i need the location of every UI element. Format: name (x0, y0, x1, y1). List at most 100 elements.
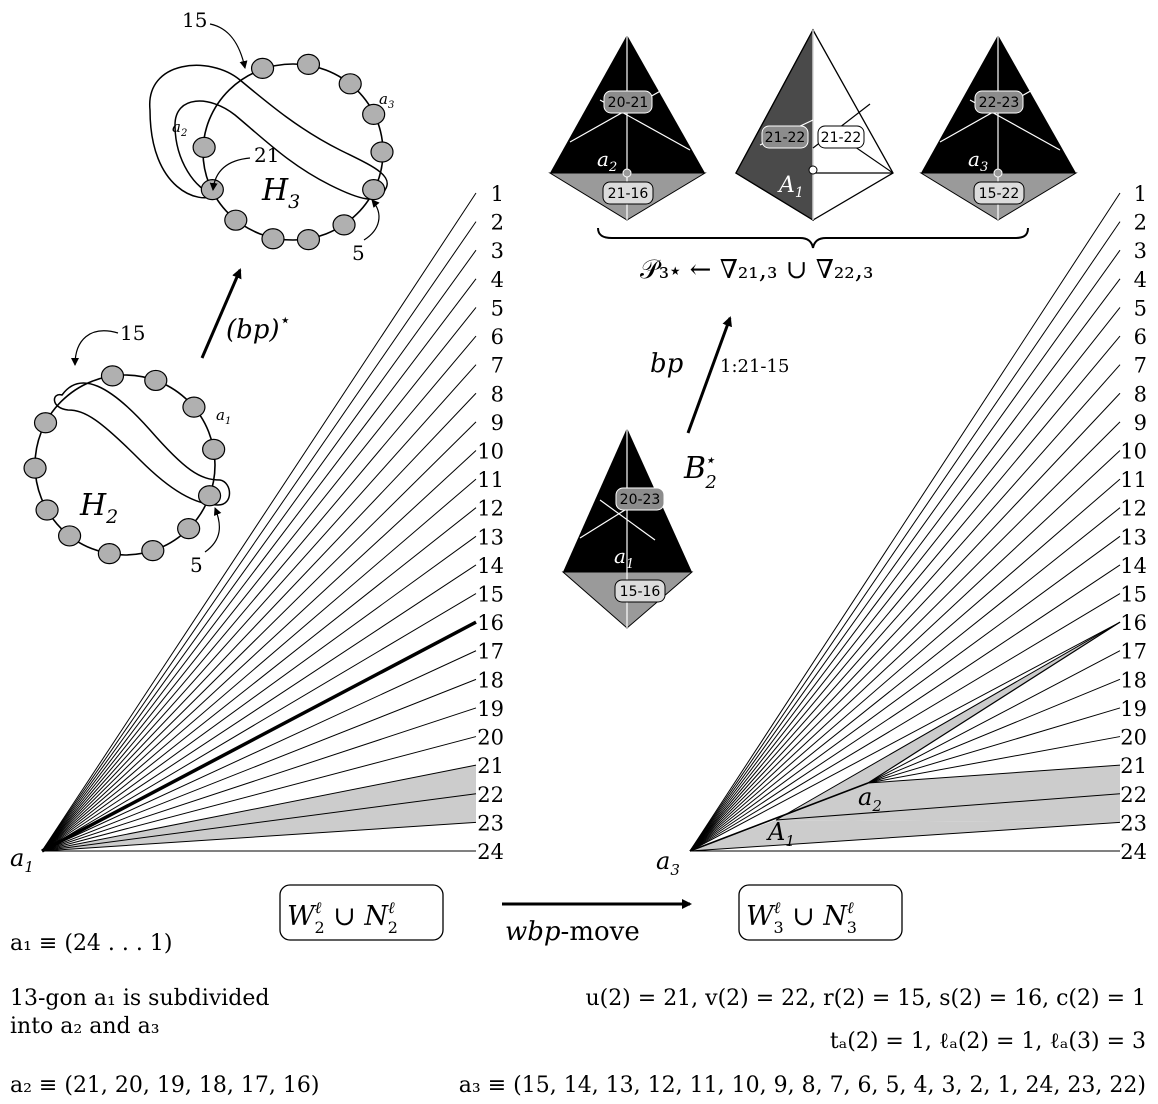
fan-line (689, 364, 1121, 852)
svg-text:(bp)⋆: (bp)⋆ (226, 310, 291, 345)
boundary-node (23, 457, 47, 479)
boundary-node (296, 53, 321, 75)
fan-line (689, 564, 1121, 852)
fan-line (41, 221, 477, 852)
fan-label: 11 (477, 468, 504, 492)
fan-label: 22 (1120, 783, 1147, 807)
svg-text:Wℓ3 ∪ Nℓ3: Wℓ3 ∪ Nℓ3 (746, 898, 857, 937)
fan-line (867, 707, 1121, 784)
fan-line (689, 307, 1121, 852)
fan-label: 11 (1120, 468, 1147, 492)
fan-label: 13 (1120, 525, 1147, 549)
boundary-node (57, 525, 82, 547)
fan-label: 3 (491, 239, 504, 263)
b2-badge-top: 20-23 (620, 492, 661, 508)
fan-label: 8 (1134, 382, 1147, 406)
footnote-a3-definition: a₃ ≡ (15, 14, 13, 12, 11, 10, 9, 8, 7, 6… (459, 1073, 1146, 1098)
fan-label: 20 (1120, 726, 1147, 750)
p3-tetrahedron-1: 20-21 21-16 a2 (548, 35, 707, 221)
fan-line (41, 821, 477, 852)
boundary-node (33, 412, 58, 434)
fan-label: 22 (477, 783, 504, 807)
fan-label: 6 (1134, 325, 1147, 349)
b2-label: B⋆2 (683, 450, 717, 493)
fan-line (689, 278, 1121, 852)
wbp-move-arrow: wbp-move (502, 899, 692, 947)
fan-label: 5 (1134, 296, 1147, 320)
boundary-node (224, 209, 248, 231)
fan-label: 7 (1134, 354, 1147, 378)
footnote-a2-definition: a₂ ≡ (21, 20, 19, 18, 17, 16) (10, 1073, 319, 1098)
fan-line (41, 278, 477, 852)
fan-line (41, 764, 477, 852)
p3-tet1-badge-bottom: 21-16 (608, 186, 649, 202)
fan-line (689, 821, 1121, 852)
fan-label: 23 (1120, 811, 1147, 835)
fan-line (41, 249, 477, 852)
fan-line (867, 678, 1121, 784)
fan-label: 10 (1120, 439, 1147, 463)
fan-line (689, 221, 1121, 852)
h2-annotation-15: 15 (120, 321, 145, 345)
fan-line (689, 392, 1121, 852)
svg-text:wbp-move: wbp-move (505, 917, 640, 947)
boundary-node (362, 179, 386, 201)
fan-label: 5 (491, 296, 504, 320)
boundary-node (338, 73, 362, 95)
p3-tetrahedron-3: 22-23 15-22 a3 (919, 35, 1078, 221)
fan-line (689, 192, 1121, 852)
boundary-node (35, 499, 59, 521)
boundary-node (177, 518, 201, 540)
h3-label: H3 (261, 173, 300, 213)
h2-curve-diagram: H2 15 5 a1 (23, 321, 231, 577)
b2-badge-bottom: 15-16 (620, 584, 661, 600)
h2-label: H2 (79, 488, 118, 528)
fan-line (41, 620, 477, 853)
h3-point-a3: a3 (379, 90, 394, 111)
fan-label: 14 (477, 554, 504, 578)
p3-tet3-point: a3 (968, 147, 988, 175)
fan-label: 3 (1134, 239, 1147, 263)
fan-line (41, 450, 477, 852)
fan-label: 18 (477, 668, 504, 692)
h2-annotation-5: 5 (190, 553, 203, 577)
p3-tet1-badge-top: 20-21 (608, 95, 649, 111)
left-fan-lines (41, 192, 477, 853)
fan-label: 20 (477, 726, 504, 750)
boundary-node (97, 543, 121, 565)
fan-label: 16 (1120, 611, 1147, 635)
fan-label: 1 (491, 182, 504, 206)
left-fan-diagram: 123456789101112131415161718192021222324 … (10, 182, 504, 876)
fan-line (41, 707, 477, 852)
right-fan-diagram: 123456789101112131415161718192021222324 … (656, 182, 1147, 879)
boundary-node (100, 365, 125, 387)
p3-brace: 𝒫₃⋆ ← ∇₂₁,₃ ∪ ∇₂₂,₃ (597, 227, 1029, 285)
footnotes: a₁ ≡ (24 . . . 1) 13-gon a₁ is subdivide… (10, 931, 1146, 1098)
fan-label: 14 (1120, 554, 1147, 578)
fan-label: 19 (477, 697, 504, 721)
fan-line (41, 564, 477, 852)
fan-line (41, 335, 477, 852)
fan-line (41, 392, 477, 852)
b2-point-a1: a1 (614, 544, 634, 572)
left-fan-apex-label: a1 (10, 844, 34, 876)
p3-tet3-badge-top: 22-23 (979, 95, 1020, 111)
fan-line (689, 335, 1121, 852)
footnote-uv-line: u(2) = 21, v(2) = 22, r(2) = 15, s(2) = … (585, 986, 1146, 1011)
fan-line (41, 678, 477, 852)
fan-label: 9 (1134, 411, 1147, 435)
fan-shade-region (690, 820, 1120, 851)
fan-line (41, 535, 477, 852)
fan-line (41, 507, 477, 852)
h3-curve-diagram: H3 15 21 5 a2 a3 (149, 8, 394, 265)
fan-label: 2 (1134, 211, 1147, 235)
fan-line (775, 793, 1121, 821)
fan-line (689, 593, 1121, 852)
right-fan-a2-label: a2 (858, 783, 882, 815)
fan-label: 18 (1120, 668, 1147, 692)
p3-tet1-point: a2 (597, 147, 617, 175)
fan-label: 19 (1120, 697, 1147, 721)
fan-line (41, 421, 477, 852)
fan-line (689, 249, 1121, 852)
